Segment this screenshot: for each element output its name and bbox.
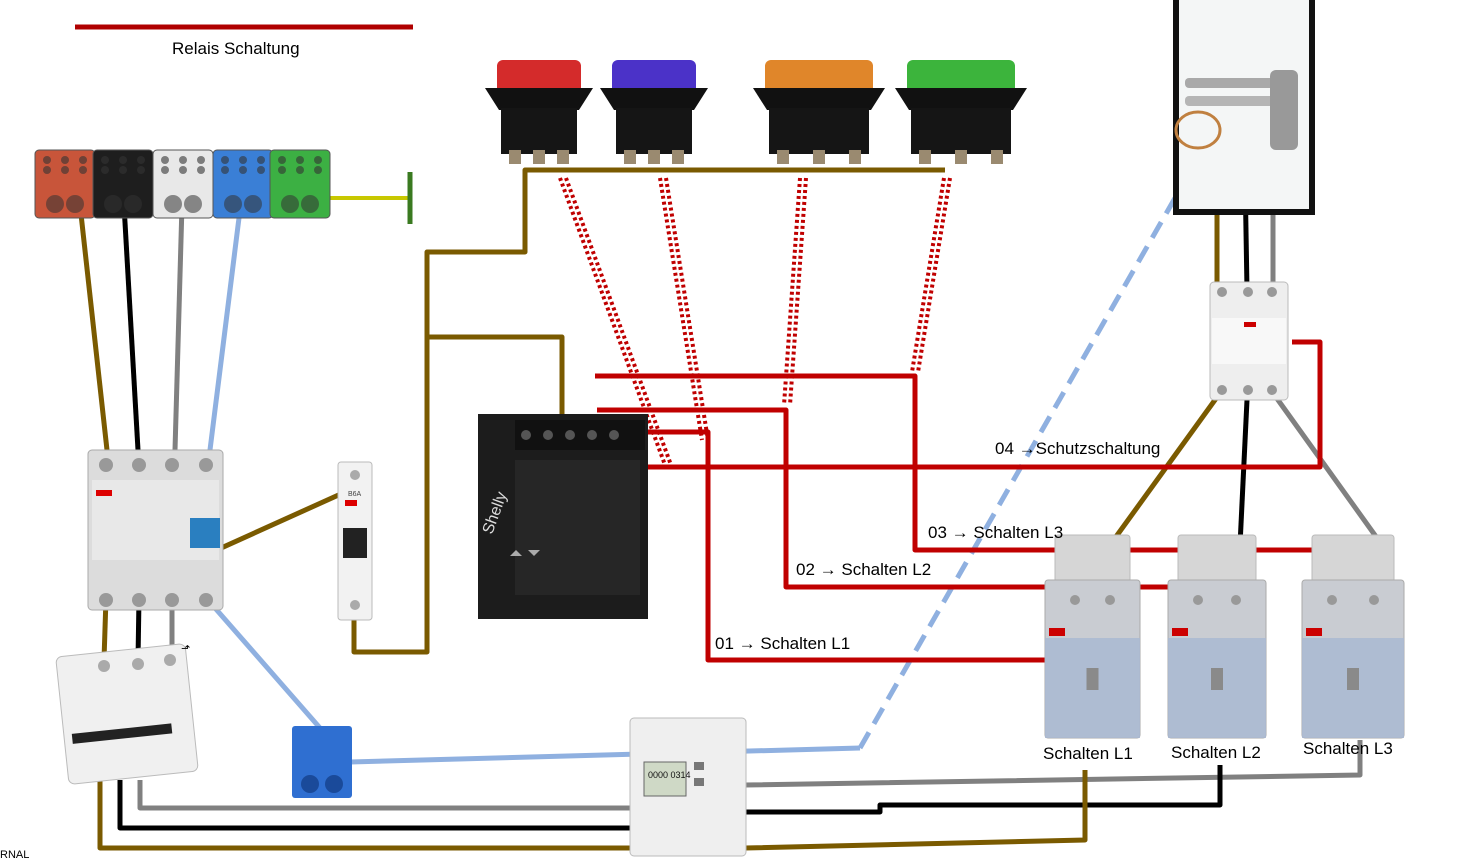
terminal-white <box>152 149 214 219</box>
wire-blue-neutral <box>349 745 861 765</box>
heating-element <box>1173 0 1315 215</box>
rocker-switch-green <box>895 60 1027 164</box>
terminal-block <box>34 149 331 219</box>
terminal-black <box>92 149 154 219</box>
wire-blue-supply <box>207 209 243 451</box>
wire-red-02 <box>597 407 1225 590</box>
breaker-rating: B6A <box>348 491 362 498</box>
label-02: 02 → Schalten L2 <box>796 560 932 579</box>
wire-black-out <box>745 765 1223 815</box>
contactor-label-l1: Schalten L1 <box>1043 744 1133 763</box>
label-03: 03 → Schalten L3 <box>928 523 1064 542</box>
rocker-switch-red <box>485 60 593 164</box>
rocker-switches <box>485 60 1027 164</box>
wire-blue-dashed <box>857 196 1178 750</box>
contactor-label-l3: Schalten L3 <box>1303 739 1393 758</box>
wire-blue-to-neutral-block <box>206 598 322 730</box>
shelly-relay: Shelly <box>478 414 648 619</box>
rcd-device <box>87 449 224 611</box>
wire-red-03 <box>595 373 1358 553</box>
diagram-title: Relais Schaltung <box>172 39 300 58</box>
neutral-terminal <box>292 726 352 798</box>
contactor-label-l2: Schalten L2 <box>1171 743 1261 762</box>
safety-contactor <box>1209 281 1289 401</box>
terminal-brown <box>34 149 96 219</box>
rocker-switch-purple <box>600 60 708 164</box>
terminal-green <box>269 149 331 219</box>
wire-black-to-meter <box>117 780 630 831</box>
rocker-switch-orange <box>753 60 885 164</box>
meter-reading: 0000 0314 <box>648 770 691 780</box>
terminal-blue <box>212 149 274 219</box>
wire-brown-out <box>744 770 1088 851</box>
mcb-3pole <box>55 643 199 785</box>
energy-meter: 0000 0314 <box>629 717 747 857</box>
wire-grey-to-meter <box>137 780 630 811</box>
label-01: 01 → Schalten L1 <box>715 634 851 653</box>
wires <box>77 158 1385 851</box>
svg-text:⬏: ⬏ <box>181 643 190 655</box>
wire-black-supply <box>121 204 141 451</box>
wire-brown-supply <box>77 204 110 451</box>
label-04: 04 →Schutzschaltung <box>995 439 1161 458</box>
contactors <box>1044 534 1405 739</box>
wire-brown-control <box>351 167 945 655</box>
wire-grey-out <box>744 740 1363 788</box>
contactor-2 <box>1167 534 1267 739</box>
corner-text: RNAL <box>0 849 30 861</box>
wire-grey-supply <box>172 204 185 451</box>
contactor-1 <box>1044 534 1141 739</box>
contactor-3 <box>1301 534 1405 739</box>
wire-brown-to-meter <box>97 780 630 851</box>
b6a-breaker: B6A <box>337 461 373 621</box>
wire-red-04 <box>560 339 1323 470</box>
